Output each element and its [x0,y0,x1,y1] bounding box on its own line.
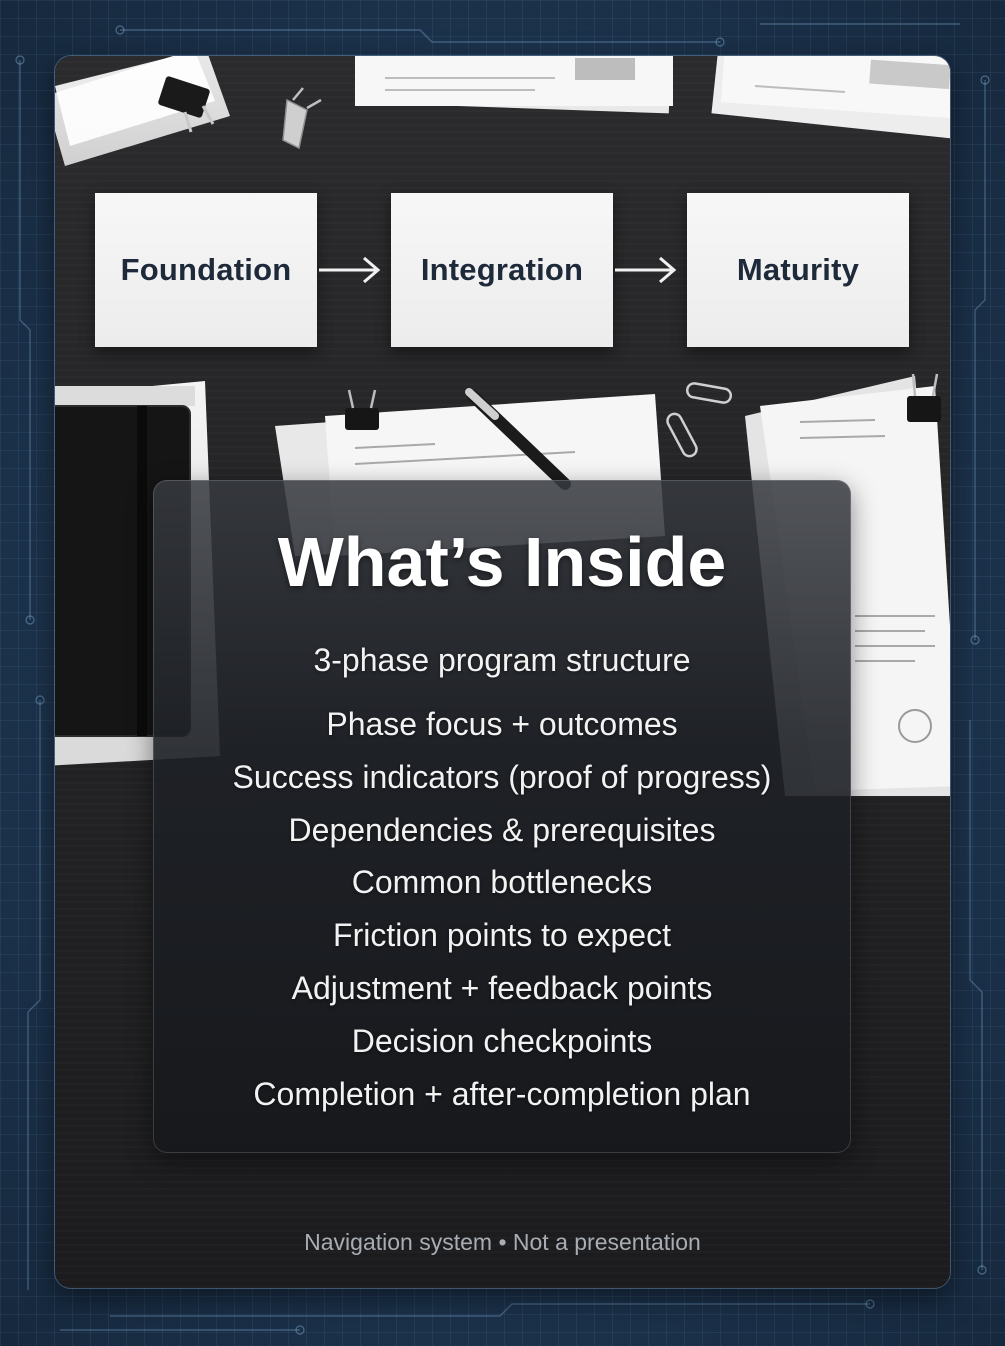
list-item: Adjustment + feedback points [291,969,713,1006]
list-item: Decision checkpoints [351,1022,653,1059]
list-item: Common bottlenecks [351,864,653,901]
pen-icon [465,388,571,490]
phase-card-maturity: Maturity [687,193,909,347]
list-item: Completion + after-completion plan [253,1075,751,1112]
arrow-right-icon [319,256,381,284]
phase-label: Foundation [120,252,292,287]
list-item: 3-phase program structure [313,642,691,678]
contents-list: 3-phase program structure Phase focus + … [153,634,851,1120]
phase-label: Maturity [736,252,860,287]
top-papers [55,56,950,166]
list-item: Phase focus + outcomes [326,706,678,742]
list-item: Success indicators (proof of progress) [232,758,772,795]
footer-tagline: Navigation system • Not a presentation [304,1229,701,1255]
binder-clip-icon [345,373,941,430]
phase-label: Integration [420,252,584,287]
paperclip-icon [666,382,733,458]
list-item: Dependencies & prerequisites [288,811,716,848]
contents-panel: What’s Inside 3-phase program structure … [153,480,851,1153]
binder-clip-icon [158,76,215,133]
paperclip-icon [282,87,322,150]
arrow-right-icon [615,256,677,284]
list-item: Friction points to expect [333,917,671,954]
phase-card-foundation: Foundation [95,193,317,347]
panel-title: What’s Inside [277,523,727,601]
phase-card-integration: Integration [391,193,613,347]
poster-card: Foundation Integration Maturity What’s I… [55,56,950,1288]
